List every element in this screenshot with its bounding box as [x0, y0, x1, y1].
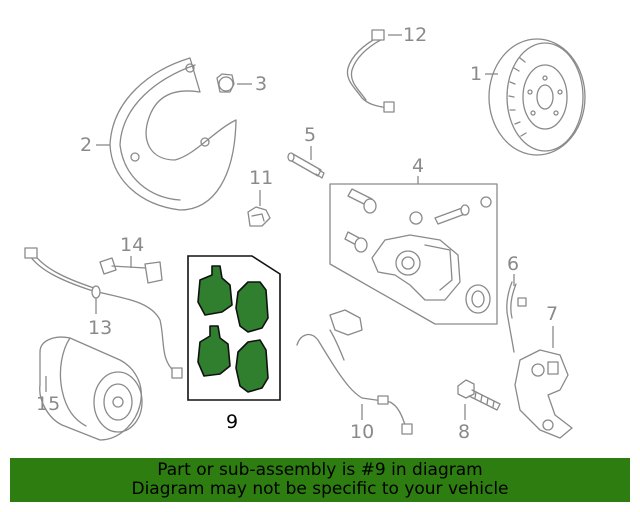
part-9-brake-pad-set[interactable]: [187, 255, 281, 401]
part-1-brake-rotor[interactable]: [488, 38, 586, 156]
callout-12: 12: [403, 24, 427, 46]
brake-pad-1: [197, 265, 233, 316]
callout-2: 2: [80, 134, 92, 156]
callout-11: 11: [249, 167, 273, 189]
pad-kit-outline: [187, 255, 281, 401]
callout-13: 13: [88, 317, 112, 339]
part-5-guide-pin[interactable]: [287, 152, 325, 179]
callout-9: 9: [226, 411, 238, 433]
callout-5: 5: [304, 124, 316, 146]
part-2-shield[interactable]: [109, 57, 237, 211]
part-8-bolt[interactable]: [457, 379, 501, 411]
part-14-connector[interactable]: [99, 257, 163, 284]
callout-8: 8: [458, 421, 470, 443]
callout-4: 4: [412, 155, 424, 177]
brake-pad-4: [235, 339, 269, 393]
part-6-wear-sensor[interactable]: [506, 281, 527, 353]
callout-15: 15: [36, 393, 60, 415]
part-11-clip[interactable]: [247, 206, 271, 227]
part-15-actuator[interactable]: [39, 336, 143, 441]
part-4-caliper-assembly[interactable]: [329, 183, 498, 325]
callout-10: 10: [350, 421, 374, 443]
callout-1: 1: [470, 63, 482, 85]
callout-6: 6: [507, 253, 519, 275]
banner-line-2: Diagram may not be specific to your vehi…: [131, 479, 509, 499]
part-10-abs-sensor[interactable]: [296, 309, 413, 435]
brake-pad-3: [197, 325, 231, 377]
part-13-wiring-harness[interactable]: [24, 247, 183, 379]
part-12-brake-hose[interactable]: [346, 29, 395, 113]
info-banner: Part or sub-assembly is #9 in diagram Di…: [10, 458, 630, 502]
callout-7: 7: [546, 303, 558, 325]
banner-line-1: Part or sub-assembly is #9 in diagram: [157, 460, 483, 480]
brake-pad-2: [235, 281, 269, 333]
part-7-caliper-bracket[interactable]: [514, 349, 573, 439]
callout-14: 14: [120, 234, 144, 256]
callout-3: 3: [255, 73, 267, 95]
part-3-bolt[interactable]: [216, 73, 235, 93]
parts-diagram: 2 3 12 1 5 11: [24, 24, 586, 443]
